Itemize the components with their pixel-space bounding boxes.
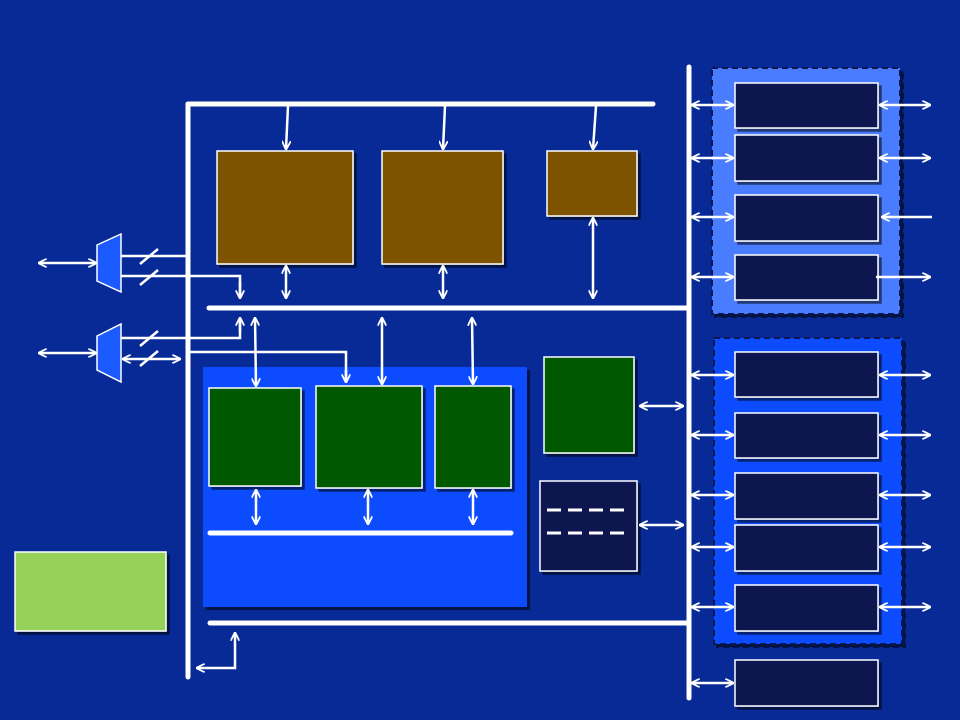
brown-block-3 — [546, 150, 638, 217]
green-block-1 — [208, 387, 302, 487]
buses — [185, 64, 692, 701]
brown-block-2 — [381, 150, 504, 265]
green-block-2 — [315, 385, 423, 489]
multiplexers — [96, 232, 122, 384]
brown-blocks — [216, 150, 638, 265]
brown-block-1 — [216, 150, 354, 265]
green-blocks — [208, 356, 635, 489]
peripheral-block-4 — [734, 254, 879, 301]
peripheral-block-3 — [734, 194, 879, 242]
green-block-3 — [434, 385, 512, 489]
peripheral-block-8 — [734, 524, 879, 572]
memory-block-dashes — [547, 508, 626, 535]
peripheral-block-6 — [734, 412, 879, 459]
arrows — [39, 105, 932, 683]
peripheral-block-1 — [734, 82, 879, 129]
peripheral-block-10 — [734, 659, 879, 707]
memory-block — [539, 480, 638, 572]
peripheral-block-5 — [734, 351, 879, 398]
peripheral-block-2 — [734, 134, 879, 182]
peripheral-block-7 — [734, 472, 879, 520]
green-block-4 — [543, 356, 635, 454]
peripheral-blocks — [734, 82, 879, 707]
connection-lines — [121, 248, 348, 380]
peripheral-block-9 — [734, 584, 879, 632]
mux-upper — [96, 232, 122, 294]
light-green-block — [14, 551, 167, 632]
mux-lower — [96, 322, 122, 384]
